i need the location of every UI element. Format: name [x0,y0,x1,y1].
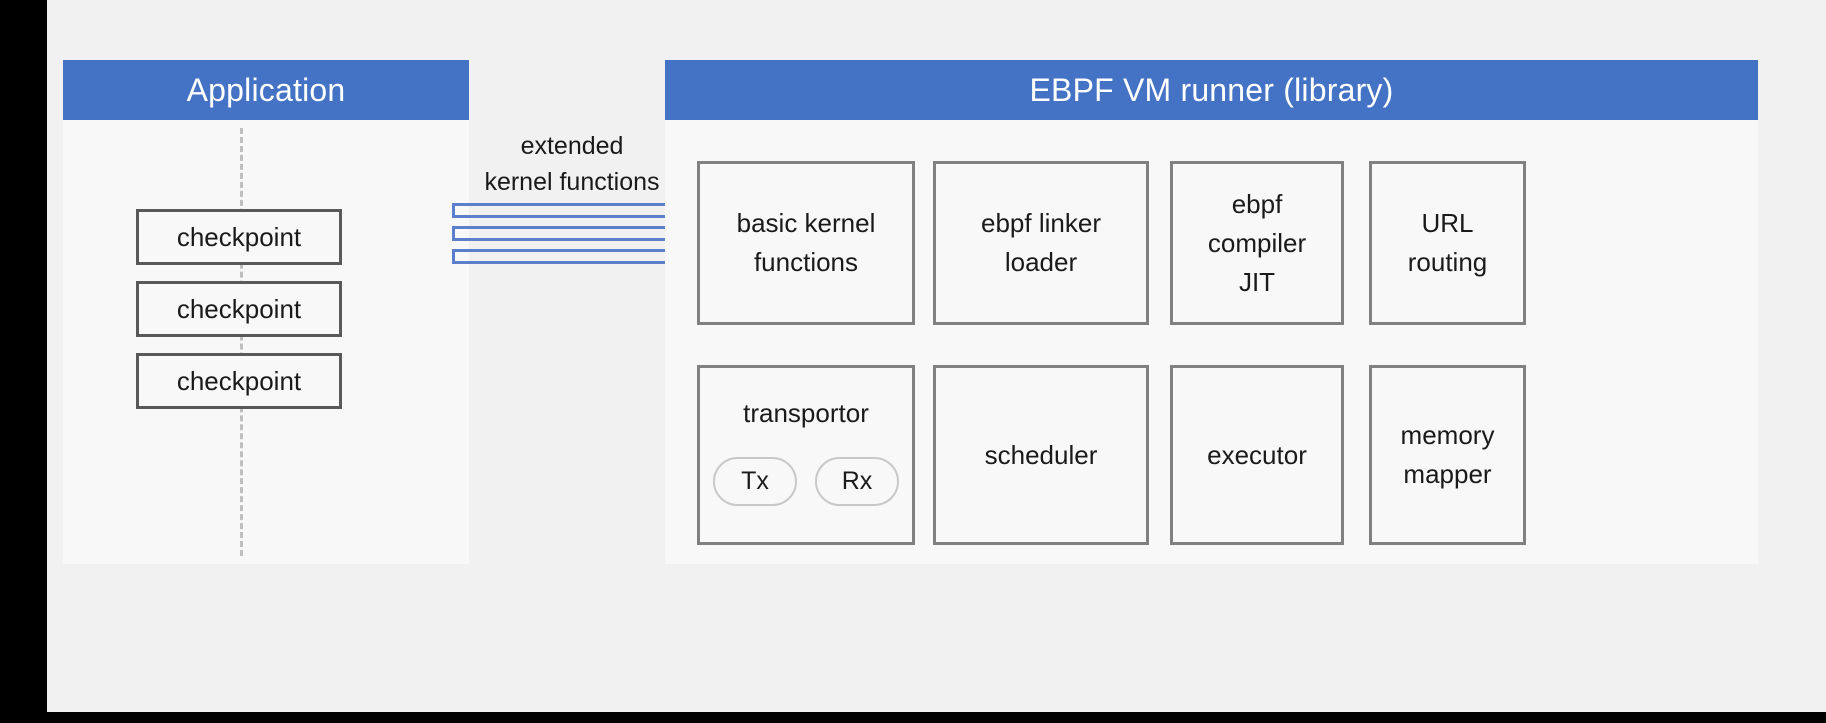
application-panel: Application checkpoint checkpoint checkp… [63,60,469,564]
checkpoint-box[interactable]: checkpoint [136,281,342,337]
transportor-pill-row: Tx Rx [713,457,899,506]
checkpoint-box[interactable]: checkpoint [136,209,342,265]
checkpoint-box[interactable]: checkpoint [136,353,342,409]
timeline-dashed-line [240,128,243,556]
connector-label-line-1: extended [520,132,624,160]
transportor-rx-label: Rx [841,467,873,495]
transportor-tx-pill[interactable]: Tx [713,457,797,506]
ebpf-vm-runner-panel-body: basic kernel functions ebpf linker loade… [665,120,1758,564]
module-label: scheduler [984,439,1098,470]
transportor-rx-pill[interactable]: Rx [815,457,899,506]
transportor-tx-label: Tx [741,467,769,495]
ebpf-vm-runner-panel: EBPF VM runner (library) basic kernel fu… [665,60,1758,564]
module-box-memory-mapper[interactable]: memory mapper [1369,365,1526,545]
module-label: ebpf linker loader [981,208,1101,277]
extended-kernel-functions-label: extended kernel functions [452,128,692,200]
connector-label-line-2: kernel functions [484,168,660,196]
module-box-transportor[interactable]: transportor Tx Rx [697,365,915,545]
checkpoint-label: checkpoint [176,221,302,252]
module-box-basic-kernel-functions[interactable]: basic kernel functions [697,161,915,325]
checkpoint-label: checkpoint [176,293,302,324]
module-label: ebpf compiler JIT [1207,188,1307,297]
module-label: basic kernel functions [736,208,876,277]
module-box-ebpf-linker-loader[interactable]: ebpf linker loader [933,161,1149,325]
module-label: URL routing [1407,208,1488,277]
module-label: memory mapper [1400,420,1495,489]
application-panel-body: checkpoint checkpoint checkpoint [63,120,469,564]
application-panel-title: Application [63,60,469,120]
module-box-scheduler[interactable]: scheduler [933,365,1149,545]
module-box-url-routing[interactable]: URL routing [1369,161,1526,325]
module-box-ebpf-compiler-jit[interactable]: ebpf compiler JIT [1170,161,1344,325]
module-label: transportor [743,398,869,428]
module-label: executor [1207,439,1307,470]
module-box-executor[interactable]: executor [1170,365,1344,545]
ebpf-vm-runner-panel-title: EBPF VM runner (library) [665,60,1758,120]
checkpoint-label: checkpoint [176,365,302,396]
